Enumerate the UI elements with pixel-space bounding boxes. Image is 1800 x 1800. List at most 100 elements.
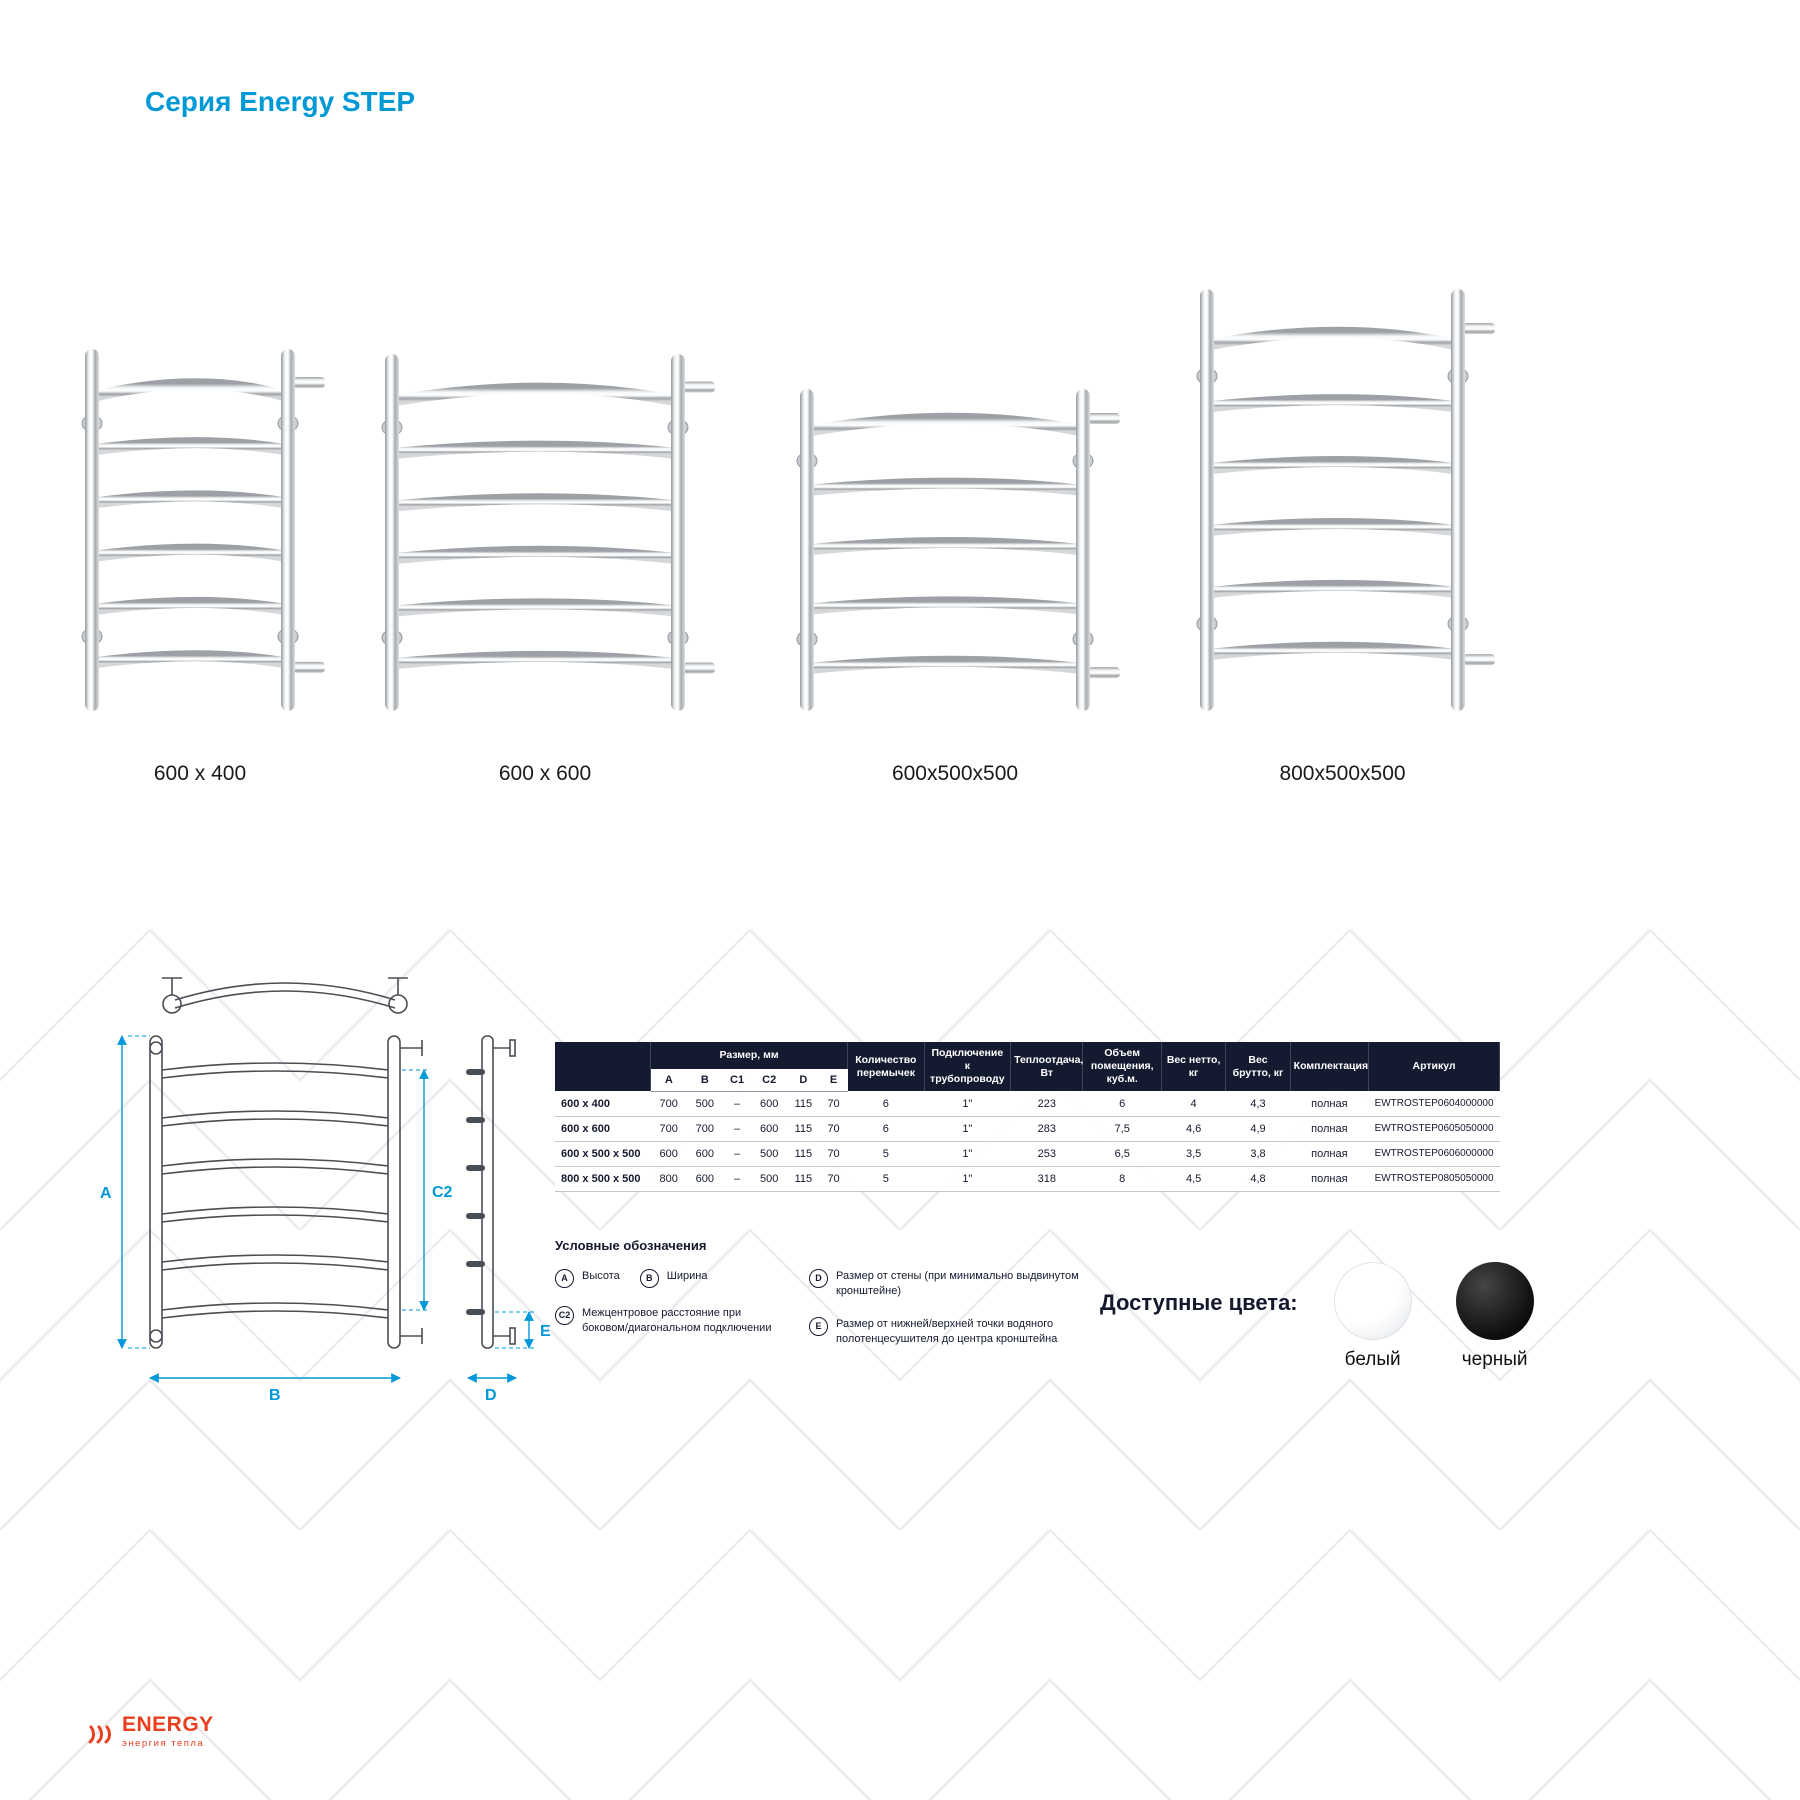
- towel-rail-image: [381, 354, 715, 711]
- size-col-c1: C1: [722, 1069, 752, 1092]
- spec-value: 4,9: [1225, 1116, 1291, 1142]
- row-size-name: 600 x 600: [555, 1116, 651, 1142]
- spec-value: 5: [847, 1166, 925, 1192]
- product-600x400: 600 x 400: [75, 345, 325, 786]
- size-value: –: [722, 1116, 752, 1142]
- spec-value: 1": [924, 1091, 1011, 1117]
- product-size-label: 600 x 600: [498, 762, 592, 785]
- spec-value: 6,5: [1082, 1141, 1162, 1167]
- spec-value: 3,5: [1161, 1141, 1226, 1167]
- legend-badge-b: B: [639, 1269, 659, 1288]
- size-col-e: E: [819, 1069, 848, 1092]
- spec-value: 6: [1082, 1091, 1162, 1117]
- product-size-label: 600 x 400: [153, 762, 247, 785]
- spec-value: 4: [1161, 1091, 1226, 1117]
- legend-title: Условные обозначения: [555, 1238, 707, 1253]
- legend-text-c2: Межцентровое расстояние при боковом/диаг…: [582, 1307, 772, 1334]
- towel-rail-image: [1196, 289, 1495, 711]
- spec-value: полная: [1290, 1116, 1369, 1142]
- size-value: 70: [819, 1166, 848, 1192]
- size-value: 70: [819, 1091, 848, 1117]
- legend-item-b: B Ширина: [639, 1269, 708, 1288]
- size-value: 500: [686, 1091, 723, 1117]
- color-option-black: черный: [1455, 1262, 1534, 1371]
- size-col-d: D: [787, 1069, 820, 1092]
- spec-table: Размер, мм Количество перемычек Подключе…: [555, 1042, 1500, 1192]
- legend-text-d: Размер от стены (при минимально выдвинут…: [836, 1270, 1079, 1297]
- spec-value: 7,5: [1082, 1116, 1162, 1142]
- row-size-name: 600 x 500 x 500: [555, 1141, 651, 1167]
- product-600x500x500: 600x500x500: [790, 385, 1120, 786]
- white-color-label: белый: [1344, 1349, 1401, 1370]
- towel-rail-image: [81, 349, 325, 711]
- header-net-weight: Вес нетто, кг: [1161, 1042, 1227, 1092]
- available-colors-title: Доступные цвета:: [1100, 1290, 1298, 1315]
- spec-value: 4,5: [1161, 1166, 1226, 1192]
- header-sku: Артикул: [1368, 1042, 1500, 1092]
- spec-value: EWTROSTEP0605050000: [1368, 1116, 1500, 1142]
- legend-item-a: A Высота: [555, 1269, 620, 1288]
- product-gallery: 600 x 400 600 x 600: [0, 0, 1800, 820]
- page-title: Серия Energy STEP: [145, 86, 416, 117]
- spec-value: 5: [847, 1141, 925, 1167]
- towel-rail-image: [796, 389, 1120, 711]
- brand-tagline: энергия тепла: [122, 1738, 205, 1749]
- legend-item-c2: C2 Межцентровое расстояние при боковом/д…: [555, 1306, 783, 1336]
- spec-value: 4,6: [1161, 1116, 1226, 1142]
- size-value: 500: [751, 1166, 788, 1192]
- size-value: 700: [650, 1091, 687, 1117]
- product-800x500x500: 800x500x500: [1190, 285, 1495, 786]
- size-col-c2: C2: [751, 1069, 788, 1092]
- header-pipe-connection: Подключение к трубопроводу: [924, 1042, 1012, 1092]
- spec-value: 318: [1010, 1166, 1083, 1192]
- row-size-name: 800 x 500 x 500: [555, 1166, 651, 1192]
- size-value: 600: [751, 1116, 788, 1142]
- header-room-volume: Объем помещения, куб.м.: [1082, 1042, 1162, 1092]
- product-600x600: 600 x 600: [375, 350, 715, 786]
- size-value: –: [722, 1141, 752, 1167]
- size-value: 115: [787, 1141, 820, 1167]
- spec-value: 8: [1082, 1166, 1162, 1192]
- size-value: 600: [751, 1091, 788, 1117]
- spec-value: 4,3: [1225, 1091, 1291, 1117]
- size-value: 70: [819, 1141, 848, 1167]
- brand-logo: ENERGY энергия тепла: [85, 1714, 214, 1749]
- spec-value: 6: [847, 1116, 925, 1142]
- header-size-group: Размер, мм: [650, 1042, 849, 1070]
- spec-value: 253: [1010, 1141, 1083, 1167]
- product-size-label: 800x500x500: [1279, 762, 1406, 785]
- dim-label-e: E: [540, 1323, 551, 1340]
- size-value: 700: [686, 1116, 723, 1142]
- white-color-swatch: [1333, 1262, 1412, 1340]
- legend-badge-d: D: [809, 1269, 828, 1288]
- header-crossbars: Количество перемычек: [847, 1042, 925, 1092]
- spec-value: полная: [1290, 1166, 1369, 1192]
- brand-name: ENERGY: [122, 1713, 214, 1736]
- spec-value: 283: [1010, 1116, 1083, 1142]
- legend-text-b: Ширина: [666, 1270, 708, 1282]
- size-value: 115: [787, 1166, 820, 1192]
- size-value: 600: [686, 1166, 723, 1192]
- legend-text-a: Высота: [582, 1270, 620, 1282]
- legend-badge-e: E: [809, 1316, 828, 1336]
- dim-label-c2: C2: [432, 1184, 453, 1201]
- spec-value: EWTROSTEP0604000000: [1368, 1091, 1500, 1117]
- dim-label-a: A: [100, 1185, 112, 1202]
- spec-value: 223: [1010, 1091, 1083, 1117]
- header-heat-output: Теплоотдача, Вт: [1010, 1042, 1084, 1092]
- header-equipment: Комплектация: [1290, 1042, 1370, 1092]
- legend-item-d: D Размер от стены (при минимально выдвин…: [809, 1269, 1095, 1299]
- dimension-diagram: A B C2 D E: [100, 977, 551, 1404]
- spec-value: 4,8: [1225, 1166, 1291, 1192]
- dim-label-b: B: [269, 1387, 281, 1404]
- dimension-labels: A B C2 D E: [100, 1184, 551, 1404]
- row-size-name: 600 x 400: [555, 1091, 651, 1117]
- spec-value: 3,8: [1225, 1141, 1291, 1167]
- size-value: 600: [650, 1141, 687, 1167]
- legend-text-e: Размер от нижней/верхней точки водяного …: [836, 1317, 1058, 1345]
